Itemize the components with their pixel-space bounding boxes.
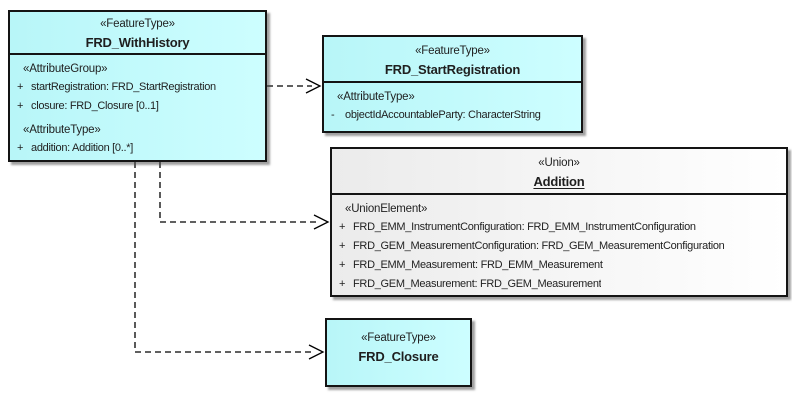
visibility-marker: + — [339, 240, 346, 252]
class-stereotype: «FeatureType» — [361, 332, 436, 344]
attribute-text: addition: Addition [0..*] — [31, 142, 133, 154]
class-name: FRD_StartRegistration — [384, 62, 521, 77]
attribute-row: - objectIdAccountableParty: CharacterStr… — [324, 106, 581, 125]
visibility-marker: + — [339, 259, 346, 271]
visibility-marker: + — [339, 221, 346, 233]
visibility-marker: - — [331, 109, 335, 121]
attribute-row: + closure: FRD_Closure [0..1] — [10, 97, 265, 116]
visibility-marker: + — [339, 278, 346, 290]
dependency-arrow-withhistory-to-addition — [159, 162, 330, 230]
open-arrowhead-icon — [308, 344, 325, 360]
class-stereotype: «FeatureType» — [415, 45, 490, 57]
visibility-marker: + — [17, 142, 24, 154]
attribute-text: FRD_EMM_InstrumentConfiguration: FRD_EMM… — [353, 221, 696, 233]
attribute-text: startRegistration: FRD_StartRegistration — [31, 81, 216, 93]
class-name: FRD_WithHistory — [85, 35, 190, 50]
class-addition-union: «Union» Addition «UnionElement» + FRD_EM… — [330, 147, 788, 297]
attribute-text: FRD_EMM_Measurement: FRD_EMM_Measurement — [353, 259, 603, 271]
attribute-row: + startRegistration: FRD_StartRegistrati… — [10, 78, 265, 97]
class-header: «FeatureType» FRD_StartRegistration — [324, 37, 581, 83]
class-stereotype: «Union» — [538, 157, 580, 169]
section-stereotype: «UnionElement» — [345, 203, 428, 215]
class-name: Addition — [533, 174, 585, 189]
attribute-row: + FRD_EMM_InstrumentConfiguration: FRD_E… — [332, 218, 786, 237]
attribute-text: closure: FRD_Closure [0..1] — [31, 100, 159, 112]
visibility-marker: + — [17, 100, 24, 112]
class-stereotype: «FeatureType» — [100, 18, 175, 30]
class-header: «Union» Addition — [332, 149, 786, 195]
attribute-text: FRD_GEM_Measurement: FRD_GEM_Measurement — [353, 278, 602, 290]
section-stereotype: «AttributeType» — [23, 124, 101, 136]
attribute-row: + FRD_EMM_Measurement: FRD_EMM_Measureme… — [332, 256, 786, 275]
class-frd-withhistory: «FeatureType» FRD_WithHistory «Attribute… — [8, 10, 267, 162]
class-frd-startregistration: «FeatureType» FRD_StartRegistration «Att… — [322, 35, 583, 133]
class-header: «FeatureType» FRD_WithHistory — [10, 12, 265, 55]
class-name: FRD_Closure — [358, 349, 439, 364]
class-header: «FeatureType» FRD_Closure — [327, 320, 470, 385]
section-stereotype: «AttributeGroup» — [23, 63, 108, 75]
attribute-row: + FRD_GEM_MeasurementConfiguration: FRD_… — [332, 237, 786, 256]
class-attributes-compartment: «UnionElement» + FRD_EMM_InstrumentConfi… — [332, 195, 786, 294]
attribute-row: + addition: Addition [0..*] — [10, 139, 265, 158]
class-attributes-compartment: «AttributeGroup» + startRegistration: FR… — [10, 55, 265, 158]
class-attributes-compartment: «AttributeType» - objectIdAccountablePar… — [324, 83, 581, 125]
visibility-marker: + — [17, 81, 24, 93]
class-frd-closure: «FeatureType» FRD_Closure — [325, 318, 472, 387]
dependency-arrow-withhistory-to-closure — [134, 162, 325, 360]
section-stereotype: «AttributeType» — [337, 91, 415, 103]
attribute-row: + FRD_GEM_Measurement: FRD_GEM_Measureme… — [332, 275, 786, 294]
open-arrowhead-icon — [313, 214, 330, 230]
open-arrowhead-icon — [305, 78, 322, 94]
attribute-text: FRD_GEM_MeasurementConfiguration: FRD_GE… — [353, 240, 725, 252]
dependency-arrow-withhistory-to-startregistration — [267, 78, 322, 94]
attribute-text: objectIdAccountableParty: CharacterStrin… — [345, 109, 541, 121]
